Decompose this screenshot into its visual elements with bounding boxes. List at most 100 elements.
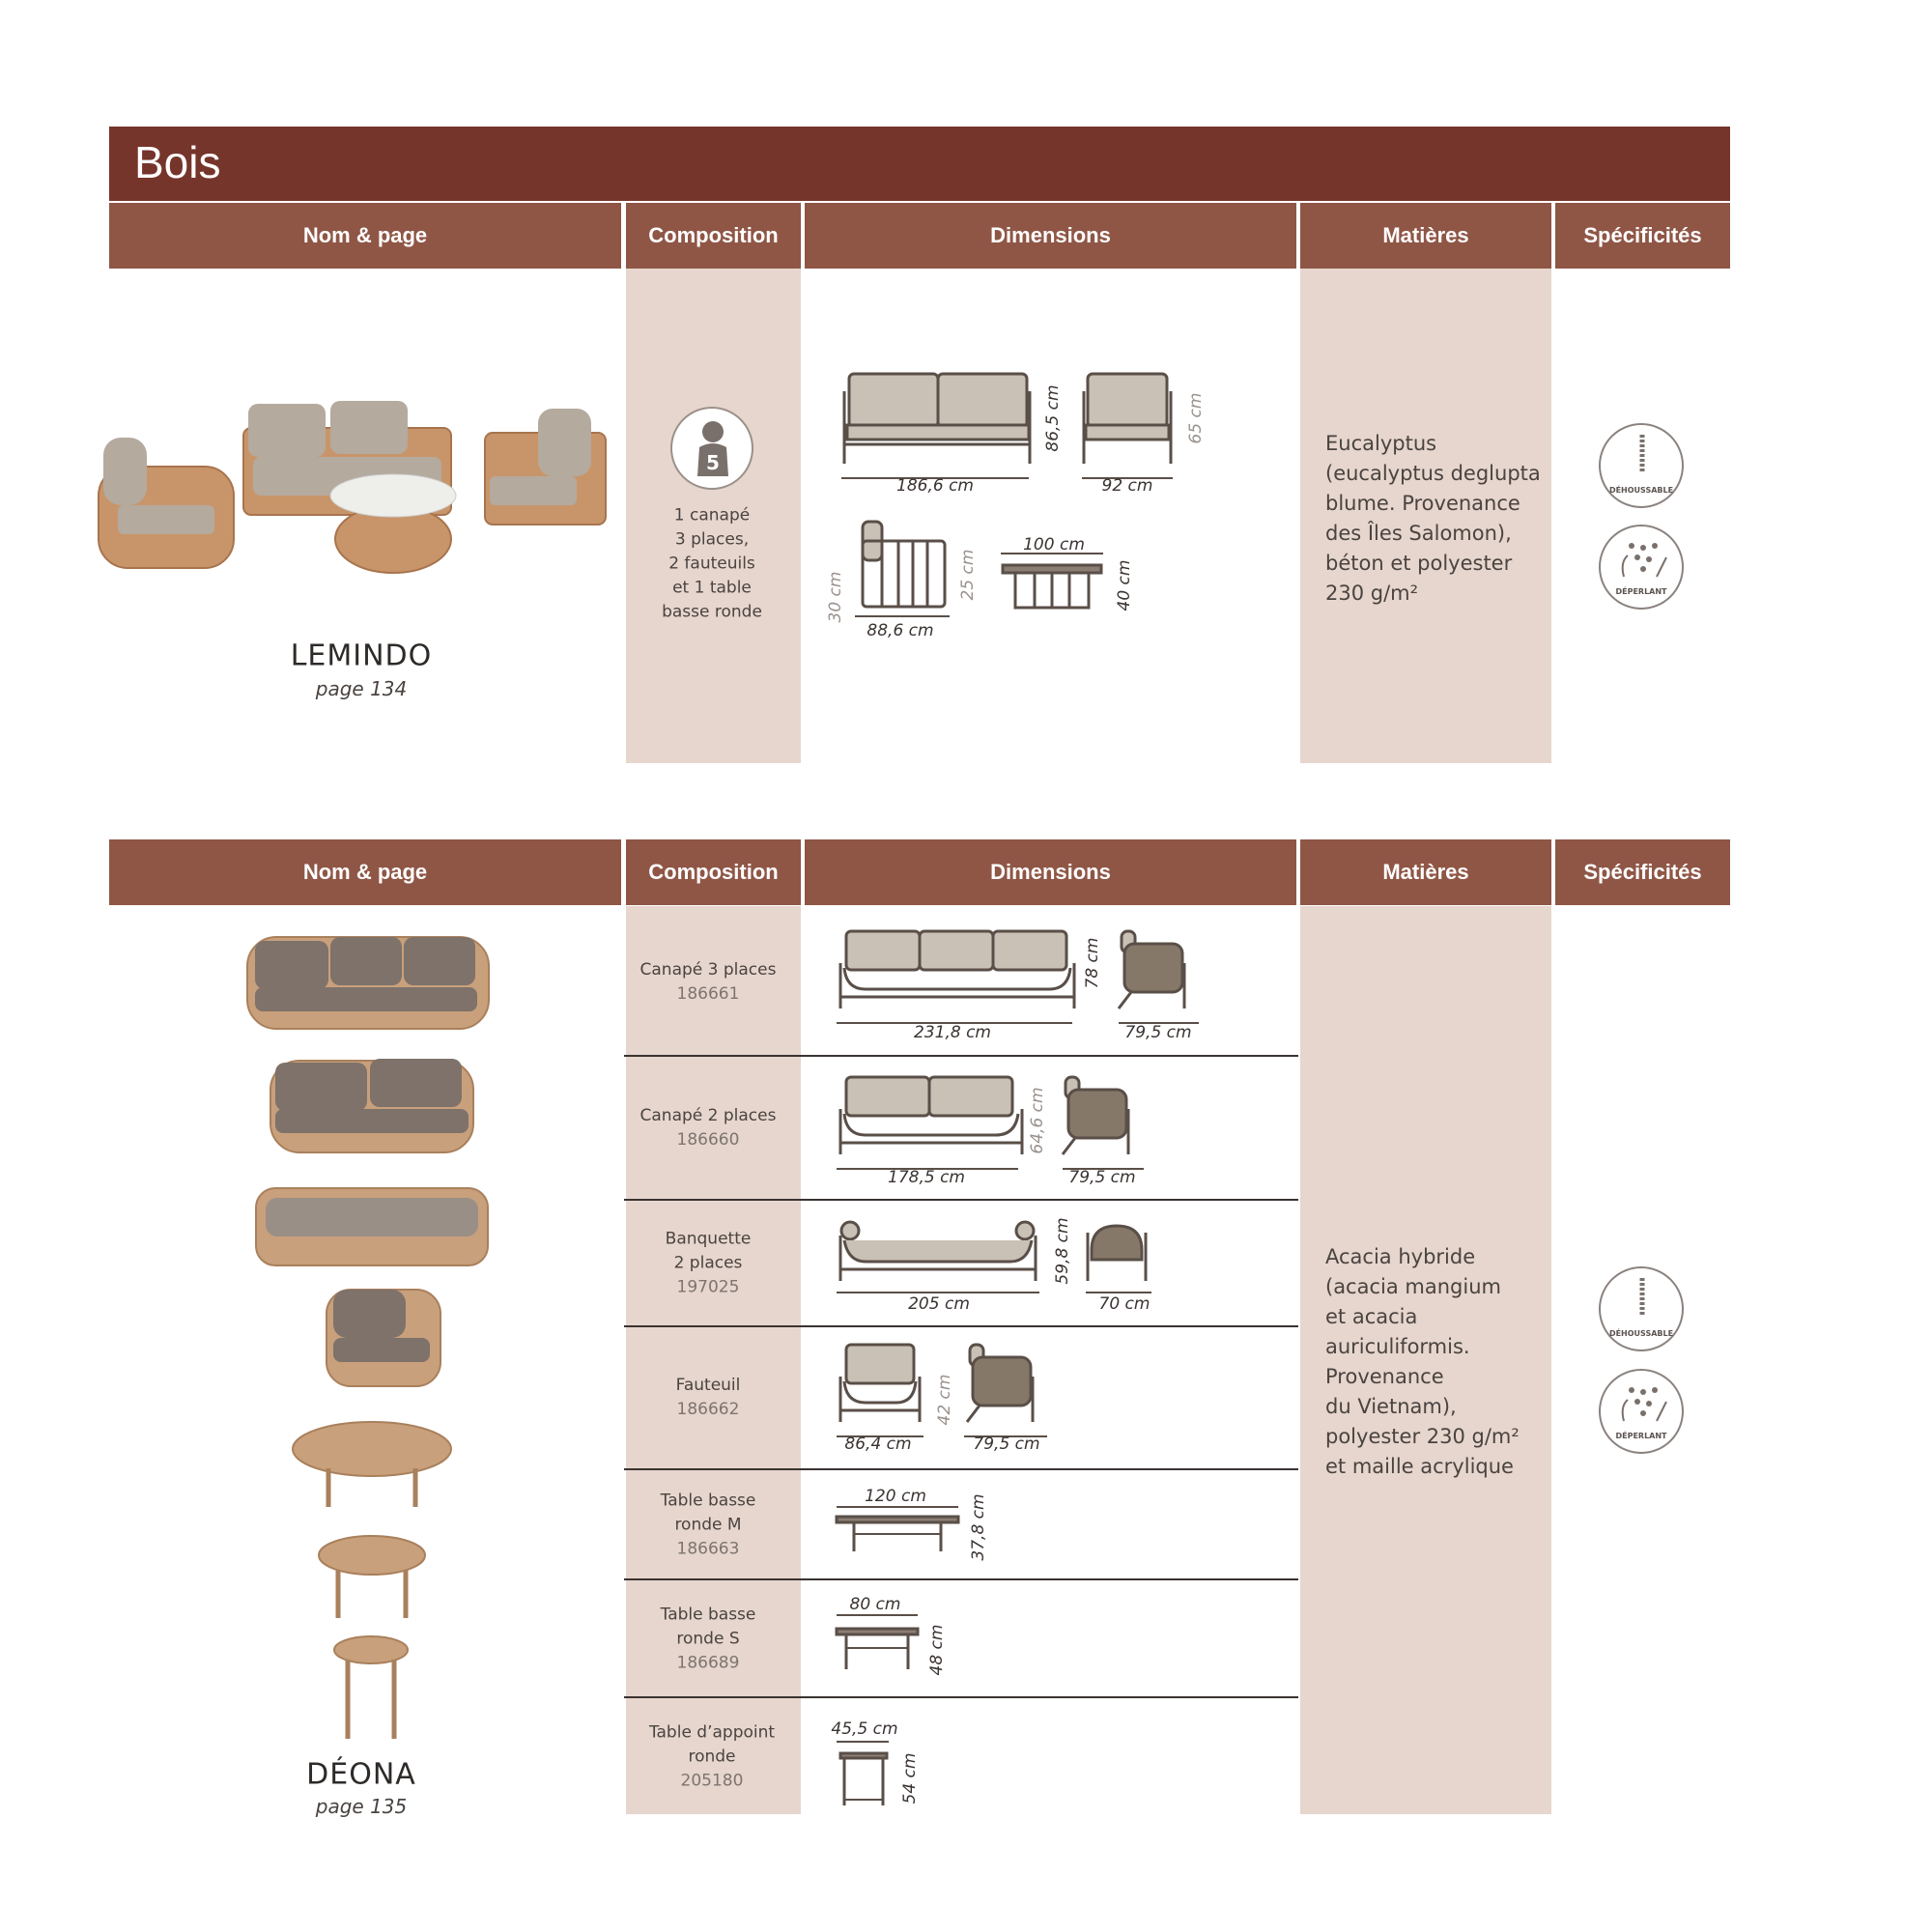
item-ref: 186663 xyxy=(676,1539,740,1559)
item-label: Canapé 3 places xyxy=(639,960,777,980)
item-ref: 205180 xyxy=(680,1771,744,1791)
armchair-front-drawing xyxy=(1082,372,1173,479)
dim-label: 86,5 cm xyxy=(1043,384,1063,452)
row-divider xyxy=(624,1696,1298,1698)
dim-label: 79,5 cm xyxy=(1068,1168,1136,1187)
dim-label: 120 cm xyxy=(865,1487,926,1506)
materials-line: auriculiformis. xyxy=(1325,1335,1470,1358)
item-label: Table d’appoint xyxy=(648,1722,776,1743)
composition-line: 1 canapé xyxy=(673,505,751,526)
composition-line: 3 places, xyxy=(674,529,750,550)
item-label: 2 places xyxy=(673,1253,743,1273)
dim-label: 80 cm xyxy=(849,1595,901,1614)
dim-label: 205 cm xyxy=(908,1294,970,1314)
spec-label: DÉHOUSSABLE xyxy=(1608,486,1674,495)
dim-label: 25 cm xyxy=(958,549,978,601)
removable-cover-icon: DÉHOUSSABLE xyxy=(1599,1266,1684,1351)
materials-line: du Vietnam), xyxy=(1325,1395,1457,1418)
armchair-side-drawing xyxy=(855,520,950,617)
armchair-drawing xyxy=(837,1343,1047,1437)
item-label: Fauteuil xyxy=(675,1376,741,1395)
product-name: DÉONA xyxy=(306,1757,416,1792)
dim-label: 178,5 cm xyxy=(888,1168,965,1187)
materials-line: Acacia hybride xyxy=(1325,1245,1476,1268)
product-name: LEMINDO xyxy=(290,639,433,673)
composition-line: 2 fauteuils xyxy=(668,554,755,574)
materials-line: béton et polyester xyxy=(1325,552,1513,575)
materials-line: 230 g/m² xyxy=(1325,582,1419,605)
header-materials: Matières xyxy=(1300,203,1551,269)
item-label: Banquette xyxy=(665,1229,752,1249)
dim-label: 64,6 cm xyxy=(1028,1087,1047,1154)
table-s-drawing xyxy=(835,1614,920,1669)
item-label: ronde M xyxy=(674,1515,742,1535)
materials-line: et maille acrylique xyxy=(1325,1455,1514,1478)
dim-label: 59,8 cm xyxy=(1053,1217,1072,1285)
dim-label: 92 cm xyxy=(1101,476,1153,496)
row-divider xyxy=(624,1578,1298,1580)
header-name-page: Nom & page xyxy=(109,839,621,905)
seats-badge: 5 xyxy=(670,407,753,490)
dim-label: 42 cm xyxy=(935,1374,954,1426)
product-page: page 135 xyxy=(315,1795,408,1818)
header-composition: Composition xyxy=(626,839,801,905)
materials-line: (acacia mangium xyxy=(1325,1275,1501,1298)
lemindo-product-photo xyxy=(98,401,607,574)
row-divider xyxy=(624,1199,1298,1201)
item-label: ronde S xyxy=(676,1629,740,1649)
row-divider xyxy=(624,1325,1298,1327)
dim-label: 79,5 cm xyxy=(1124,1023,1192,1042)
person-icon xyxy=(697,421,728,476)
header-composition: Composition xyxy=(626,203,801,269)
item-ref: 197025 xyxy=(676,1277,740,1297)
header-dimensions: Dimensions xyxy=(805,203,1296,269)
dim-label: 37,8 cm xyxy=(969,1493,988,1561)
composition-column-bg xyxy=(626,269,801,763)
header-specs: Spécificités xyxy=(1555,839,1730,905)
header-materials: Matières xyxy=(1300,839,1551,905)
seats-count: 5 xyxy=(706,451,720,474)
materials-line: (eucalyptus deglupta xyxy=(1325,462,1541,485)
header-name-page: Nom & page xyxy=(109,203,621,269)
spec-label: DÉPERLANT xyxy=(1615,1432,1667,1440)
item-label: ronde xyxy=(688,1747,736,1767)
composition-line: et 1 table xyxy=(672,578,752,598)
materials-line: Provenance xyxy=(1325,1365,1444,1388)
spec-label: DÉPERLANT xyxy=(1615,587,1667,596)
materials-text: Acacia hybride (acacia mangium et acacia… xyxy=(1325,1242,1548,1482)
dim-label: 88,6 cm xyxy=(867,621,934,640)
deona-product-photos xyxy=(246,936,490,1739)
dim-label: 45,5 cm xyxy=(831,1719,898,1739)
bench-drawing xyxy=(837,1220,1151,1293)
removable-cover-icon: DÉHOUSSABLE xyxy=(1599,423,1684,508)
materials-text: Eucalyptus (eucalyptus deglupta blume. P… xyxy=(1325,429,1548,609)
sofa-front-drawing xyxy=(841,372,1032,479)
dim-label: 54 cm xyxy=(900,1752,920,1804)
item-label: Table basse xyxy=(660,1605,756,1625)
dim-label: 231,8 cm xyxy=(914,1023,991,1042)
composition-cell: Table d’appoint ronde 205180 xyxy=(649,1721,775,1794)
dim-label: 100 cm xyxy=(1023,535,1085,554)
table-drawing xyxy=(1001,553,1103,610)
dim-label: 48 cm xyxy=(927,1624,947,1676)
composition-cell: Banquette 2 places 197025 xyxy=(666,1228,752,1300)
header-dimensions: Dimensions xyxy=(805,839,1296,905)
water-repellent-icon: DÉPERLANT xyxy=(1599,525,1684,610)
side-table-drawing xyxy=(837,1741,889,1805)
materials-column-bg xyxy=(1300,269,1551,763)
dim-label: 70 cm xyxy=(1098,1294,1151,1314)
section-banner: Bois xyxy=(109,127,1730,201)
item-label: Canapé 2 places xyxy=(639,1106,777,1125)
materials-column-bg xyxy=(1300,906,1551,1814)
sofa-3-drawing xyxy=(837,929,1199,1024)
row-divider xyxy=(624,1468,1298,1470)
dim-label: 30 cm xyxy=(826,571,845,623)
spec-label: DÉHOUSSABLE xyxy=(1608,1329,1674,1338)
water-repellent-icon: DÉPERLANT xyxy=(1599,1369,1684,1454)
item-ref: 186660 xyxy=(676,1130,740,1150)
dim-label: 65 cm xyxy=(1186,392,1206,444)
materials-line: Eucalyptus xyxy=(1325,432,1437,455)
header-specs: Spécificités xyxy=(1555,203,1730,269)
materials-line: et acacia xyxy=(1325,1305,1418,1328)
